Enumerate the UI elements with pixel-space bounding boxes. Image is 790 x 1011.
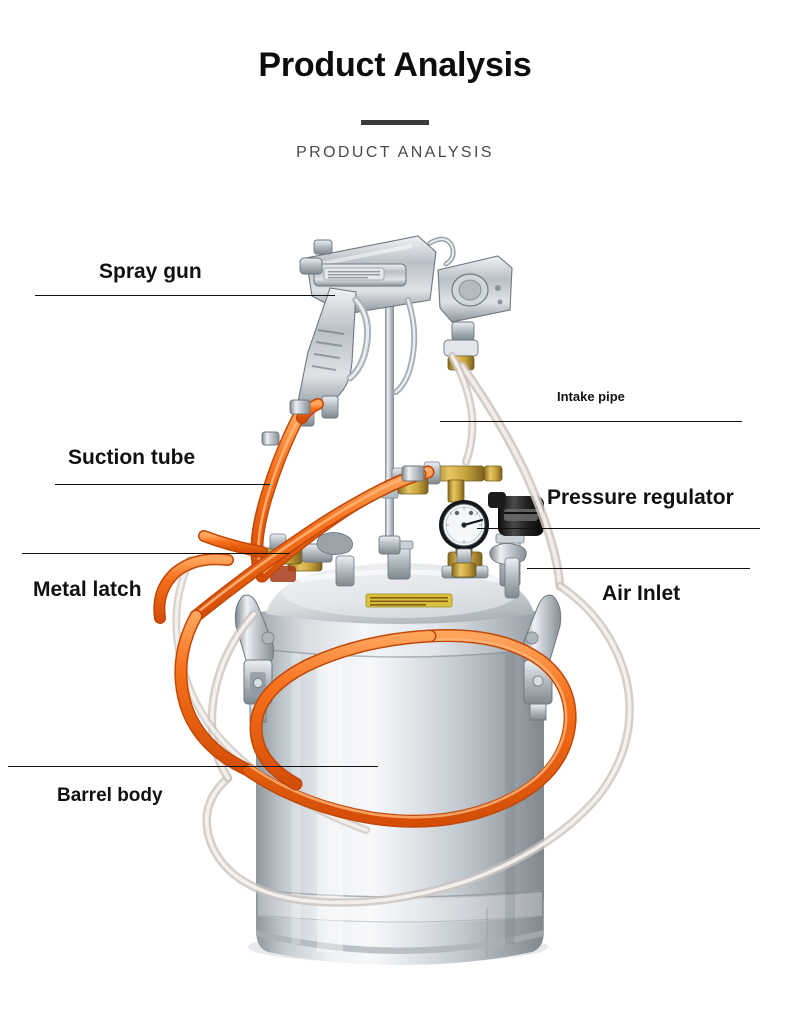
- tank-boss-right: [525, 631, 539, 645]
- pressure-regulator-part: [423, 461, 544, 599]
- label-intake-pipe: Intake pipe: [557, 389, 625, 404]
- label-barrel-body: Barrel body: [57, 785, 163, 806]
- leader-line-suction-tube: [55, 484, 270, 486]
- leader-line-spray-gun: [35, 295, 335, 297]
- leader-line-pressure-regulator: [477, 528, 760, 530]
- label-pressure-regulator: Pressure regulator: [547, 486, 734, 509]
- leader-line-barrel-body: [8, 766, 378, 768]
- label-metal-latch: Metal latch: [33, 578, 142, 601]
- support-rod: [378, 300, 401, 555]
- leader-line-metal-latch: [22, 553, 290, 555]
- leader-line-air-inlet: [527, 568, 750, 570]
- page-title: Product Analysis: [258, 46, 532, 84]
- intake-pipe-part: [448, 352, 477, 466]
- leader-line-intake-pipe: [440, 421, 742, 423]
- gauge-needle: [462, 518, 484, 527]
- tank-boss-left: [261, 631, 275, 645]
- page-subtitle: PRODUCT ANALYSIS: [296, 144, 494, 161]
- hose-connectors: [261, 399, 425, 482]
- label-air-inlet: Air Inlet: [602, 582, 681, 605]
- spray-gun: [295, 235, 513, 427]
- page-header: Product Analysis PRODUCT ANALYSIS: [0, 0, 790, 162]
- label-suction-tube: Suction tube: [68, 446, 196, 469]
- label-spray-gun: Spray gun: [99, 260, 202, 283]
- title-divider: [361, 120, 429, 125]
